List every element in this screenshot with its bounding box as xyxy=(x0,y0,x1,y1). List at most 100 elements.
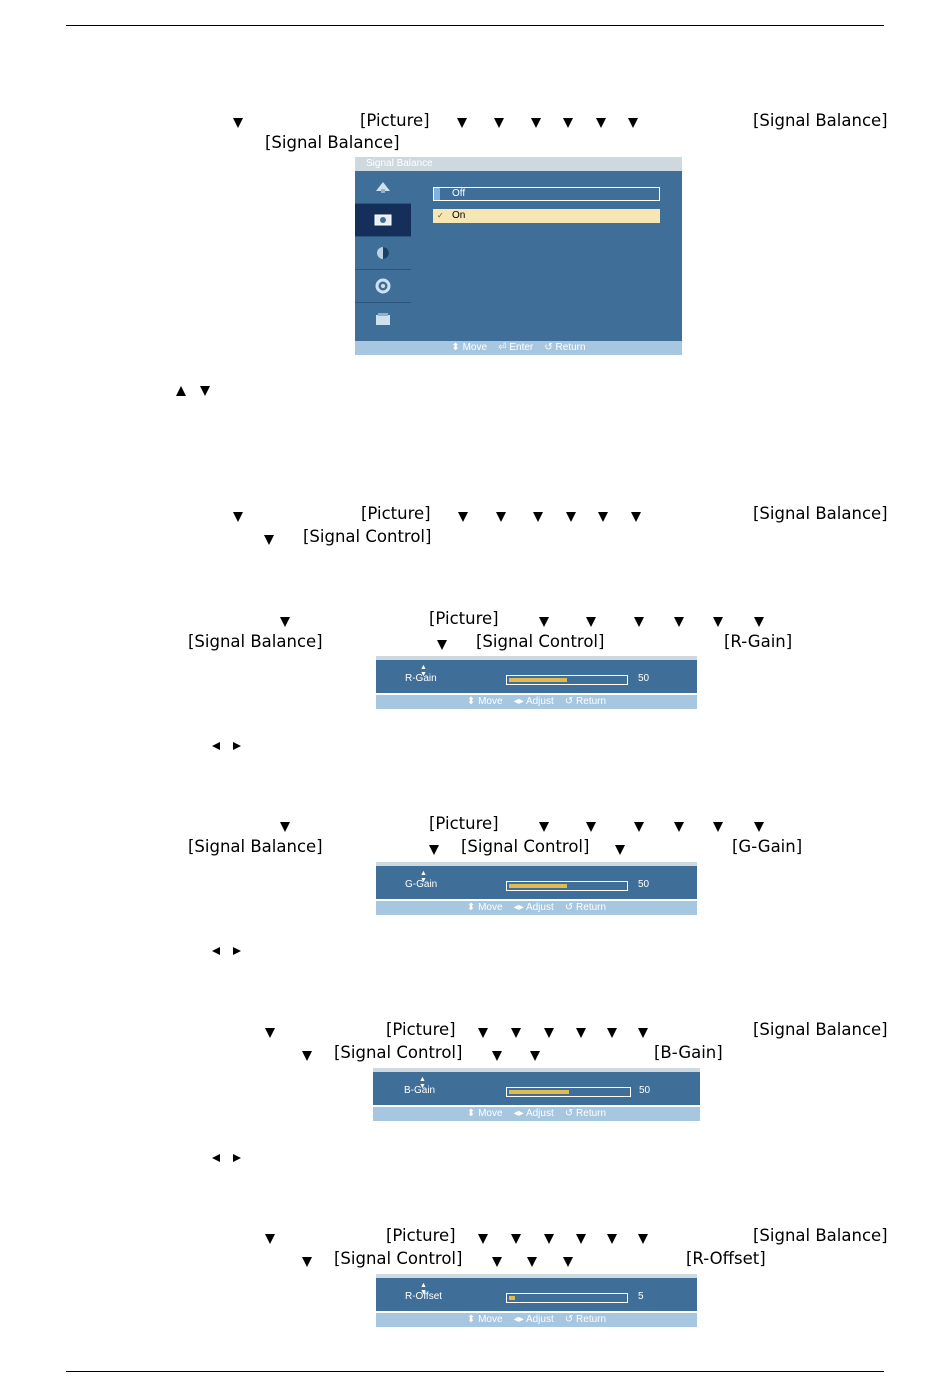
option-on[interactable]: ✓ On xyxy=(433,209,660,223)
top-rule xyxy=(66,25,884,26)
right-arrow-icon xyxy=(233,1154,241,1162)
footer-return: Return xyxy=(576,1108,607,1119)
r-gain-label: [R-Gain] xyxy=(724,632,793,651)
slider-top xyxy=(376,862,697,866)
footer-move: Move xyxy=(478,1314,503,1325)
down-arrow-icon xyxy=(754,617,764,627)
up-arrow-icon xyxy=(176,386,186,396)
b-gain-slider[interactable]: B-Gain▲▼ 50 ⬍ Move ◂▸ Adjust ↺ Return xyxy=(373,1068,700,1121)
slider-top xyxy=(376,656,697,660)
down-arrow-icon xyxy=(634,617,644,627)
selection-marker xyxy=(434,188,440,200)
slider-body: G-Gain▲▼ 50 xyxy=(376,866,697,899)
down-arrow-icon xyxy=(511,1028,521,1038)
down-arrow-icon xyxy=(628,118,638,128)
down-arrow-icon xyxy=(280,617,290,627)
slider-fill xyxy=(509,1296,515,1300)
r-gain-slider[interactable]: R-Gain▲▼ 50 ⬍ Move ◂▸ Adjust ↺ Return xyxy=(376,656,697,709)
down-arrow-icon xyxy=(576,1028,586,1038)
left-right-icon: ◂▸ xyxy=(513,902,524,913)
down-arrow-icon xyxy=(539,822,549,832)
input-icon[interactable] xyxy=(355,171,411,204)
g-gain-slider[interactable]: G-Gain▲▼ 50 ⬍ Move ◂▸ Adjust ↺ Return xyxy=(376,862,697,915)
down-arrow-icon xyxy=(713,822,723,832)
picture-label: [Picture] xyxy=(386,1020,456,1039)
picture-label: [Picture] xyxy=(386,1226,456,1245)
enter-icon: ⏎ xyxy=(498,342,507,353)
slider-label: B-Gain▲▼ xyxy=(404,1076,436,1096)
slider-track[interactable] xyxy=(506,675,628,685)
down-arrow-icon xyxy=(531,118,541,128)
up-down-icon: ⬍ xyxy=(466,1314,476,1325)
b-gain-label: [B-Gain] xyxy=(654,1043,723,1062)
down-arrow-icon xyxy=(492,1257,502,1267)
footer-move: Move xyxy=(478,1108,503,1119)
signal-balance-label: [Signal Balance] xyxy=(753,1226,888,1245)
slider-body: B-Gain▲▼ 50 xyxy=(373,1072,700,1105)
down-arrow-icon xyxy=(713,617,723,627)
down-arrow-icon xyxy=(265,1234,275,1244)
down-arrow-icon xyxy=(754,822,764,832)
slider-track[interactable] xyxy=(506,881,628,891)
down-arrow-icon xyxy=(200,386,210,396)
picture-label: [Picture] xyxy=(360,111,430,130)
picture-icon[interactable] xyxy=(355,204,411,237)
return-icon: ↺ xyxy=(564,696,574,707)
down-arrow-icon xyxy=(437,640,447,650)
multi-control-icon[interactable] xyxy=(355,303,411,335)
picture-label: [Picture] xyxy=(361,504,431,523)
signal-control-label: [Signal Control] xyxy=(334,1249,463,1268)
slider-footer: ⬍ Move ◂▸ Adjust ↺ Return xyxy=(376,901,697,915)
down-arrow-icon xyxy=(264,535,274,545)
check-icon: ✓ xyxy=(437,211,444,220)
signal-control-label: [Signal Control] xyxy=(334,1043,463,1062)
down-arrow-icon xyxy=(586,822,596,832)
footer-return: Return xyxy=(555,342,586,353)
up-down-icon: ⬍ xyxy=(466,902,476,913)
sound-icon[interactable] xyxy=(355,237,411,270)
setup-icon[interactable] xyxy=(355,270,411,303)
down-arrow-icon xyxy=(302,1257,312,1267)
footer-return: Return xyxy=(576,902,607,913)
down-arrow-icon xyxy=(674,822,684,832)
down-arrow-icon xyxy=(492,1051,502,1061)
slider-track[interactable] xyxy=(506,1087,631,1097)
slider-footer: ⬍ Move ◂▸ Adjust ↺ Return xyxy=(376,695,697,709)
slider-value: 50 xyxy=(639,1085,651,1096)
slider-top xyxy=(373,1068,700,1072)
down-arrow-icon xyxy=(563,1257,573,1267)
signal-control-label: [Signal Control] xyxy=(303,527,432,546)
down-arrow-icon xyxy=(478,1028,488,1038)
footer-adjust: Adjust xyxy=(525,1314,554,1325)
slider-fill xyxy=(509,884,567,888)
down-arrow-icon xyxy=(638,1234,648,1244)
right-arrow-icon xyxy=(233,947,241,955)
slider-fill xyxy=(509,678,567,682)
footer-adjust: Adjust xyxy=(525,1108,554,1119)
footer-move: Move xyxy=(462,342,488,353)
menu-title: Signal Balance xyxy=(355,157,682,171)
down-arrow-icon xyxy=(265,1028,275,1038)
signal-control-label: [Signal Control] xyxy=(461,837,590,856)
up-down-icon: ▲▼ xyxy=(420,870,427,884)
up-down-icon: ⬍ xyxy=(466,696,476,707)
left-right-icon: ◂▸ xyxy=(513,1314,524,1325)
menu-sidebar xyxy=(355,171,411,341)
signal-balance-label: [Signal Balance] xyxy=(753,111,888,130)
down-arrow-icon xyxy=(607,1028,617,1038)
signal-balance-label: [Signal Balance] xyxy=(265,133,400,152)
down-arrow-icon xyxy=(280,822,290,832)
slider-track[interactable] xyxy=(506,1293,628,1303)
down-arrow-icon xyxy=(511,1234,521,1244)
down-arrow-icon xyxy=(494,118,504,128)
option-off[interactable]: Off xyxy=(433,187,660,201)
down-arrow-icon xyxy=(429,845,439,855)
down-arrow-icon xyxy=(586,617,596,627)
footer-enter: Enter xyxy=(509,342,534,353)
down-arrow-icon xyxy=(674,617,684,627)
menu-options: Off ✓ On xyxy=(411,171,682,341)
left-arrow-icon xyxy=(212,742,220,750)
down-arrow-icon xyxy=(544,1028,554,1038)
r-offset-slider[interactable]: R-Offset▲▼ 5 ⬍ Move ◂▸ Adjust ↺ Return xyxy=(376,1274,697,1327)
down-arrow-icon xyxy=(598,512,608,522)
